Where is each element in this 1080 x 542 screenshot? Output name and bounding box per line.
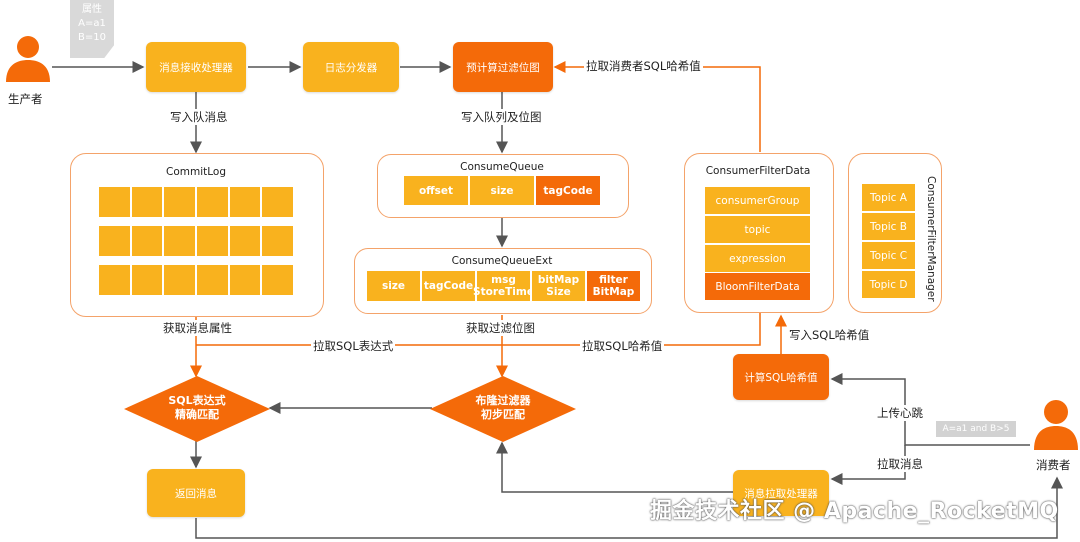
return-message-box: 返回消息 [147, 469, 245, 517]
label-write-queue-msg: 写入队消息 [168, 109, 230, 125]
consumer-icon [1032, 398, 1080, 452]
cfd-item-consumergroup: consumerGroup [705, 187, 810, 214]
label-get-filter-bitmap: 获取过滤位图 [464, 320, 537, 336]
topic-b: Topic B [862, 213, 915, 240]
note-line-1: 属性 [82, 4, 102, 15]
topic-d: Topic D [862, 271, 915, 298]
sql-match-diamond [124, 376, 270, 442]
message-receiver-box: 消息接收处理器 [146, 42, 246, 92]
arrow-pull-bloom [496, 441, 733, 493]
cqe-cell-tagcode: tagCode [422, 271, 475, 301]
consume-queue-ext-title: ConsumeQueueExt [451, 255, 553, 267]
consumer-label: 消费者 [1036, 458, 1071, 472]
consume-queue-title: ConsumeQueue [460, 161, 544, 173]
consumer-filter-manager-title: ConsumerFilterManager [925, 176, 937, 302]
cqe-cell-msg-storetime: msg StoreTime [473, 271, 534, 301]
bitmap-precalc-box: 预计算过滤位图 [453, 42, 553, 92]
cqe-cell-filter-bitmap: filter BitMap [587, 271, 640, 301]
label-write-queue-bitmap: 写入队列及位图 [459, 109, 544, 125]
label-pull-sql-hash: 拉取SQL哈希值 [580, 338, 665, 354]
cqe-cell-size: size [367, 271, 420, 301]
topic-c: Topic C [862, 242, 915, 269]
label-pull-consumer-hash: 拉取消费者SQL哈希值 [584, 58, 703, 74]
watermark: 掘金技术社区 @ Apache_RocketMQ [650, 499, 1059, 524]
message-attribute-note [70, 0, 114, 58]
sql-match-text: SQL表达式 精确匹配 [124, 394, 270, 422]
topic-a: Topic A [862, 184, 915, 211]
log-dispatcher-box: 日志分发器 [303, 42, 399, 92]
cqe-cell-bitmap-size: bitMap Size [532, 271, 585, 301]
label-get-msg-attr: 获取消息属性 [161, 320, 234, 336]
commitlog-title: CommitLog [165, 166, 226, 178]
message-attribute-note-text: 属性 A=a1 B=10 [74, 3, 110, 45]
cfd-item-bloomfilterdata: BloomFilterData [705, 273, 810, 300]
arrow-cfd-precalc [553, 61, 761, 152]
calc-sql-hash-box: 计算SQL哈希值 [733, 354, 829, 400]
label-pull-msg: 拉取消息 [875, 456, 925, 472]
commitlog-row-2 [99, 226, 295, 256]
bloom-match-line-2: 初步匹配 [481, 408, 525, 421]
label-upload-heartbeat: 上传心跳 [875, 405, 925, 421]
bloom-match-text: 布隆过滤器 初步匹配 [430, 394, 576, 422]
bloom-match-diamond [430, 376, 576, 442]
note-line-3: B=10 [78, 32, 106, 43]
cq-cell-offset: offset [404, 176, 468, 205]
cq-cell-tagcode: tagCode [536, 176, 600, 205]
sql-match-line-2: 精确匹配 [175, 408, 219, 421]
cq-cell-size: size [470, 176, 534, 205]
bloom-match-line-1: 布隆过滤器 [475, 394, 531, 407]
consumer-filter-data-title: ConsumerFilterData [705, 165, 811, 177]
commitlog-row-3 [99, 265, 295, 295]
producer-icon [4, 34, 52, 84]
pull-processor-box: 消息拉取处理器 [733, 470, 829, 516]
note-line-2: A=a1 [78, 18, 106, 29]
cfd-item-expression: expression [705, 245, 810, 272]
arrow-return-consumer [195, 476, 1063, 539]
label-write-sql-hash: 写入SQL哈希值 [787, 327, 872, 343]
producer-label: 生产者 [8, 92, 43, 106]
sql-match-line-1: SQL表达式 [168, 394, 226, 407]
label-pull-sql-expr: 拉取SQL表达式 [311, 338, 396, 354]
filter-expression-tag: A=a1 and B>5 [936, 421, 1016, 437]
commitlog-row-1 [99, 187, 295, 217]
cfd-item-topic: topic [705, 216, 810, 243]
